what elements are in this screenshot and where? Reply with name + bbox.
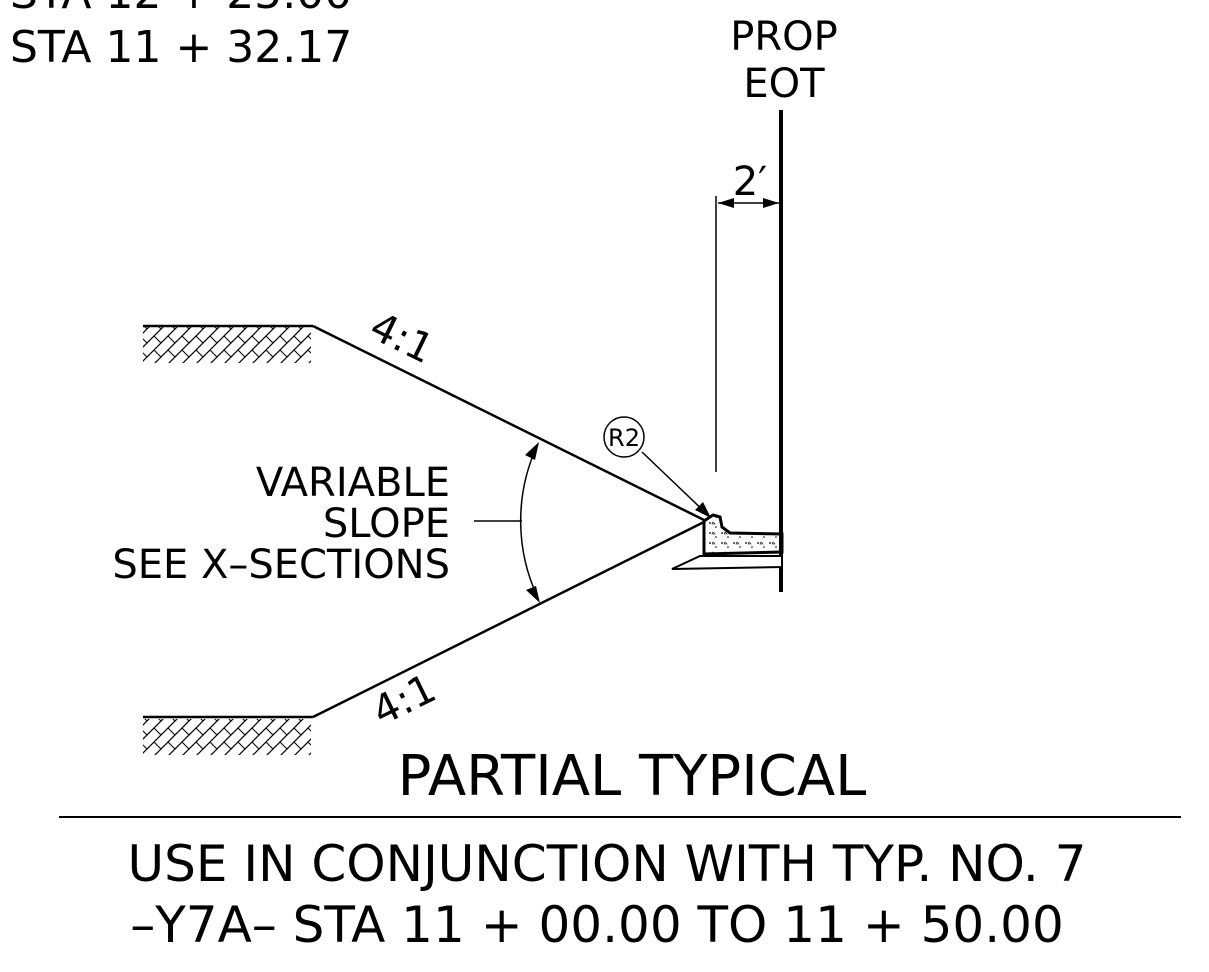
curb-base-wedge — [671, 555, 783, 570]
r2-callout-label: R2 — [608, 424, 640, 452]
lower-slope-label: 4:1 — [365, 666, 443, 736]
dimension-arrowhead-left — [718, 198, 734, 208]
drawing-title: PARTIAL TYPICAL — [398, 744, 867, 809]
curb-gutter-section — [702, 513, 784, 556]
upper-slope-label: 4:1 — [363, 304, 441, 374]
r2-leader-line — [641, 451, 710, 517]
variable-slope-note-line3: SEE X–SECTIONS — [112, 542, 450, 588]
station-label-second: STA 11 + 32.17 — [10, 22, 352, 73]
lower-slope-line — [312, 520, 705, 719]
variable-slope-arrowhead-bottom — [526, 586, 540, 603]
eot-label-line2: EOT — [743, 61, 825, 107]
upper-ground-hatch — [143, 327, 311, 363]
footer-note-line1: USE IN CONJUNCTION WITH TYP. NO. 7 — [128, 835, 1087, 893]
r2-callout-circle — [603, 416, 645, 458]
dimension-label: 2′ — [733, 159, 768, 205]
station-label-top: STA 12 + 25.00 — [10, 0, 352, 19]
variable-slope-arrowhead-top — [525, 442, 539, 460]
upper-slope-line — [312, 324, 705, 522]
eot-label-line1: PROP — [730, 14, 838, 60]
dimension-arrowhead-right — [763, 198, 779, 208]
variable-slope-note-line2: SLOPE — [323, 501, 450, 547]
variable-slope-note-line1: VARIABLE — [256, 460, 450, 506]
variable-slope-arc — [519, 445, 539, 599]
lower-ground-hatch — [143, 719, 311, 755]
footer-note-line2: –Y7A– STA 11 + 00.00 TO 11 + 50.00 — [130, 896, 1064, 954]
r2-leader-arrowhead — [695, 502, 711, 518]
